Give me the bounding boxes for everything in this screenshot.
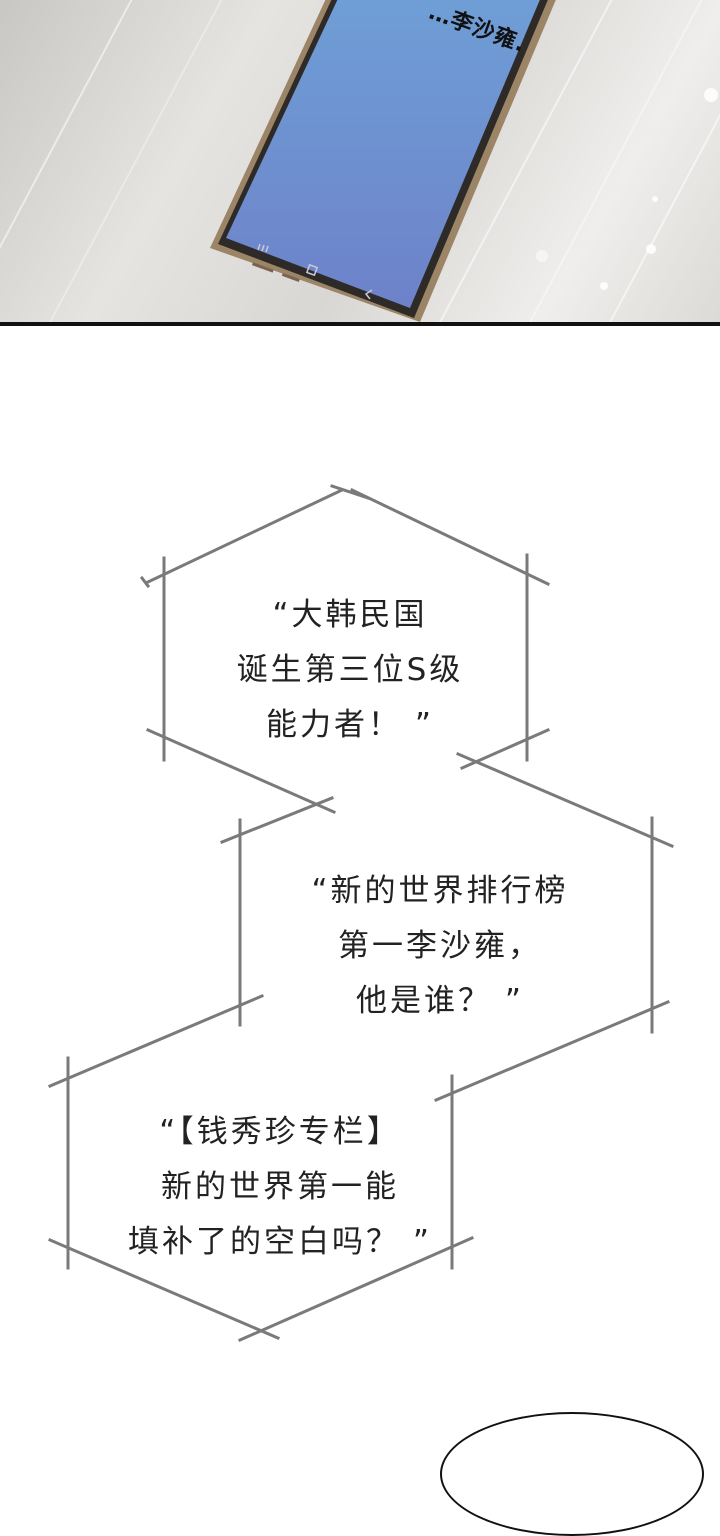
caption-2-line-1: “新的世界排行榜 xyxy=(311,873,569,909)
phone-illustration xyxy=(210,0,556,322)
top-panel: …李沙雍. xyxy=(0,0,720,322)
home-icon xyxy=(305,263,319,277)
caption-1: “大韩民国 诞生第三位S级 能力者！ ” xyxy=(200,588,500,753)
caption-3-line-1: “【钱秀珍专栏】 xyxy=(159,1114,401,1150)
caption-2: “新的世界排行榜 第一李沙雍， 他是谁？ ” xyxy=(280,864,600,1029)
hexagon-frames xyxy=(48,484,674,1342)
back-icon xyxy=(364,289,373,300)
caption-1-line-1: “大韩民国 xyxy=(272,597,428,633)
caption-3-line-3: 填补了的空白吗？ ” xyxy=(128,1224,432,1260)
caption-3-line-2: 新的世界第一能 xyxy=(161,1169,399,1205)
caption-2-line-2: 第一李沙雍， xyxy=(338,928,542,964)
caption-3: “【钱秀珍专栏】 新的世界第一能 填补了的空白吗？ ” xyxy=(100,1105,460,1270)
caption-1-line-2: 诞生第三位S级 xyxy=(236,652,464,688)
hexagon-frame-2 xyxy=(238,752,674,1270)
hexagon-frame-3 xyxy=(48,994,474,1342)
speech-bubble-partial xyxy=(440,1412,704,1536)
recent-apps-icon xyxy=(257,243,269,253)
panel-border xyxy=(0,322,720,326)
caption-1-line-3: 能力者！ ” xyxy=(266,707,434,743)
caption-2-line-3: 他是谁？ ” xyxy=(356,983,524,1019)
